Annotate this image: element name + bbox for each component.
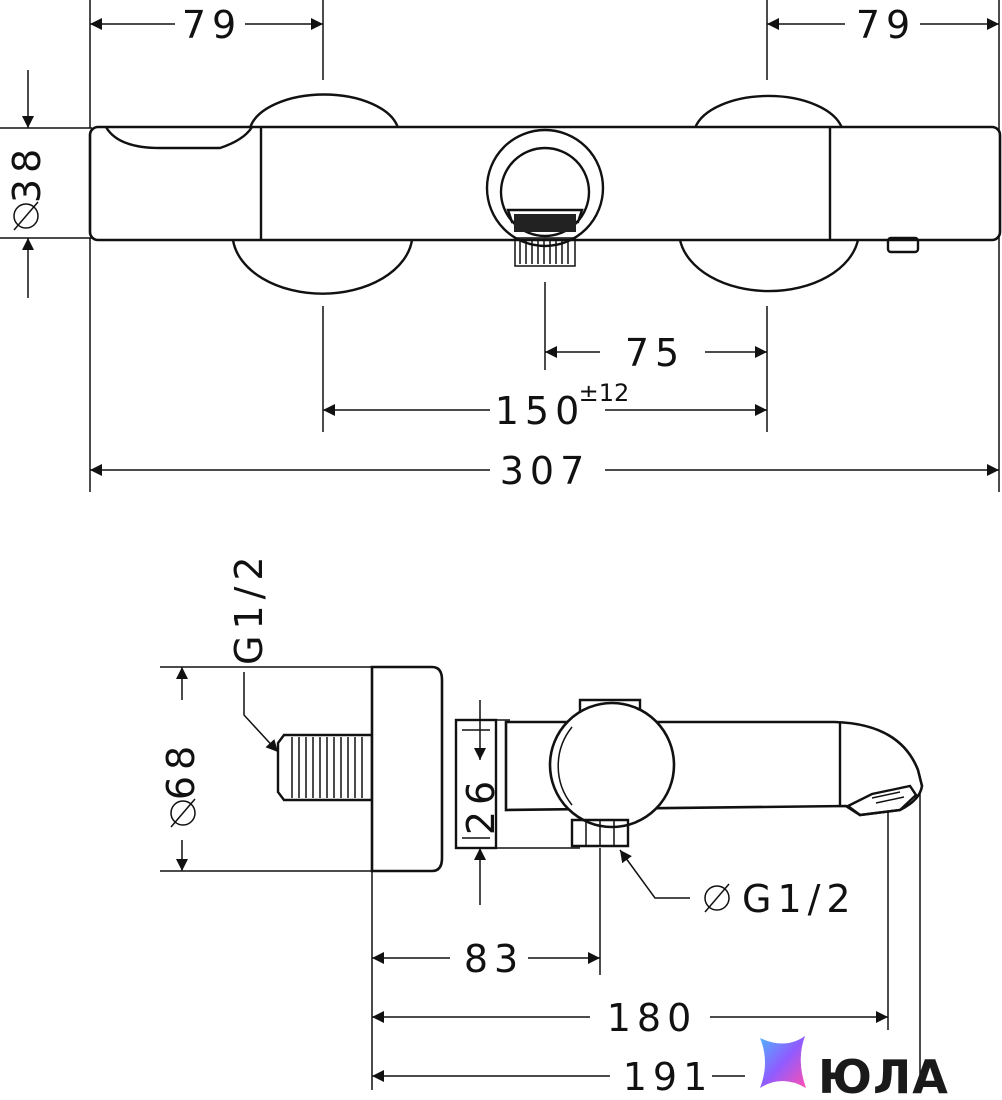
dim-68: 68 (159, 740, 203, 800)
leader-arrow (243, 672, 279, 753)
dim-180: 180 (607, 996, 698, 1040)
dim-right-79: 79 (856, 3, 916, 47)
top-view: 79 79 38 75 150 ±12 307 (0, 0, 1002, 493)
side-nozzle (886, 236, 920, 254)
dim-diameter-38-group: 38 (5, 143, 49, 203)
control-knob (548, 701, 676, 829)
dim-75: 75 (625, 331, 685, 375)
dim-191: 191 (623, 1055, 714, 1099)
handle-recess (104, 126, 254, 150)
label-inlet-thread: G1/2 (227, 550, 271, 665)
side-view: G1/2 68 26 G1/2 83 180 (159, 550, 924, 1099)
leader-arrow (619, 849, 690, 899)
dim-150-tolerance: ±12 (579, 379, 630, 407)
watermark: ЮЛА (760, 1036, 949, 1100)
dim-26-group: 26 (459, 775, 503, 835)
inlet-thread (276, 733, 374, 802)
diameter-icon (13, 201, 39, 231)
inlet-label-group: G1/2 (227, 550, 271, 665)
bottom-outlet-fitting (570, 818, 630, 848)
center-outlet (485, 128, 605, 267)
label-outlet-thread: G1/2 (742, 877, 857, 921)
wall-flange-left (231, 93, 414, 295)
wall-flange (370, 665, 444, 873)
diameter-icon (704, 883, 730, 913)
dim-left-79: 79 (182, 3, 242, 47)
brand-name: ЮЛА (818, 1050, 949, 1100)
mixer-body (88, 125, 1002, 242)
dim-68-group: 68 (159, 740, 203, 800)
dim-diameter-38: 38 (5, 143, 49, 203)
dim-307: 307 (500, 449, 591, 493)
diameter-icon (170, 798, 196, 828)
top-extension-lines (0, 0, 1000, 492)
dim-26: 26 (459, 775, 503, 835)
spout-outlet (845, 784, 918, 817)
dim-83: 83 (464, 937, 524, 981)
wall-flange-right (678, 94, 860, 293)
dim-150: 150 (495, 389, 586, 433)
yula-star-logo (760, 1036, 806, 1088)
